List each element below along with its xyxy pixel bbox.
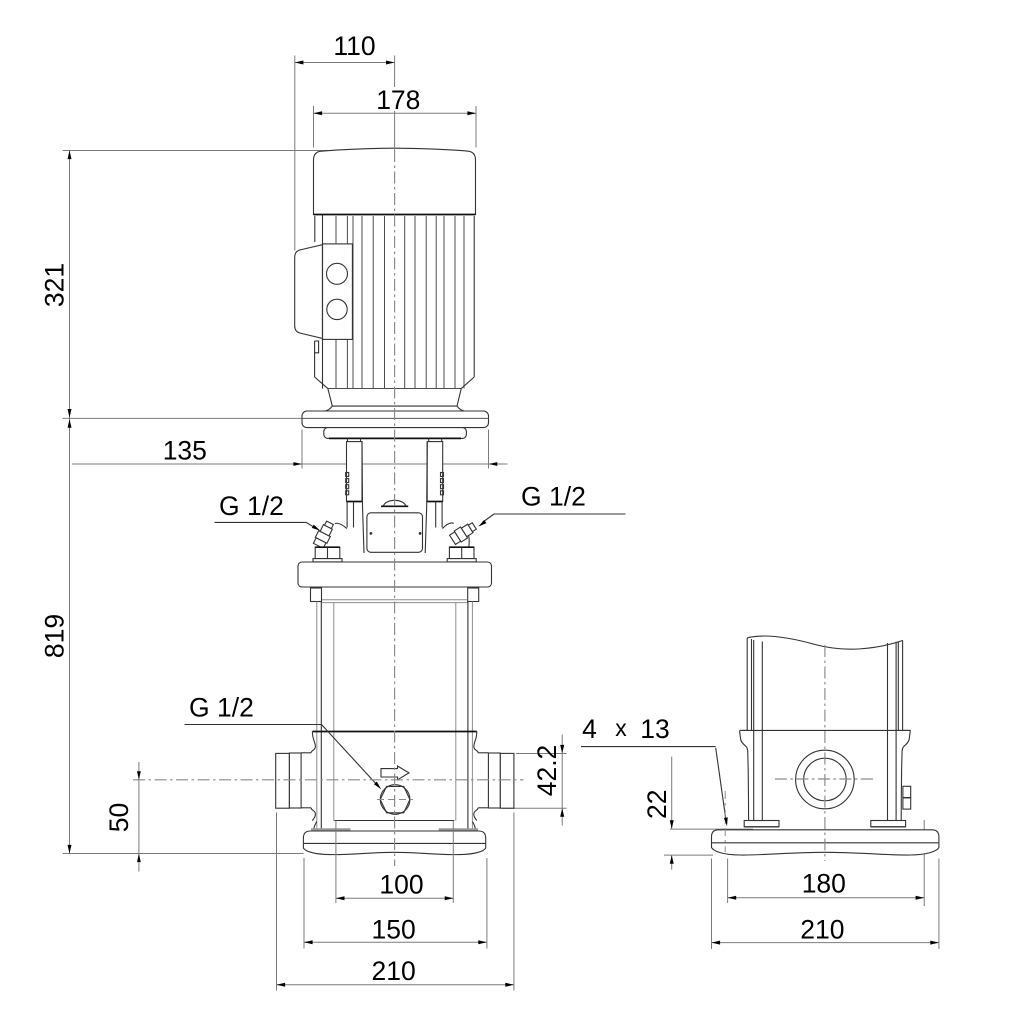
svg-text:42.2: 42.2 — [532, 745, 562, 797]
svg-text:13: 13 — [640, 714, 669, 744]
svg-text:x: x — [615, 715, 627, 741]
svg-text:22: 22 — [642, 790, 672, 819]
svg-text:135: 135 — [163, 436, 207, 466]
svg-text:321: 321 — [40, 263, 70, 307]
svg-text:100: 100 — [379, 869, 423, 899]
svg-text:G 1/2: G 1/2 — [521, 482, 586, 512]
svg-text:110: 110 — [333, 31, 375, 61]
svg-text:178: 178 — [376, 85, 420, 115]
svg-text:180: 180 — [802, 869, 846, 899]
svg-text:819: 819 — [40, 614, 70, 658]
svg-text:4: 4 — [582, 714, 597, 744]
svg-text:G 1/2: G 1/2 — [219, 491, 284, 521]
svg-text:210: 210 — [371, 956, 415, 986]
svg-text:150: 150 — [371, 915, 415, 945]
svg-text:50: 50 — [104, 803, 134, 832]
svg-text:210: 210 — [800, 915, 844, 945]
svg-text:G 1/2: G 1/2 — [189, 693, 254, 723]
